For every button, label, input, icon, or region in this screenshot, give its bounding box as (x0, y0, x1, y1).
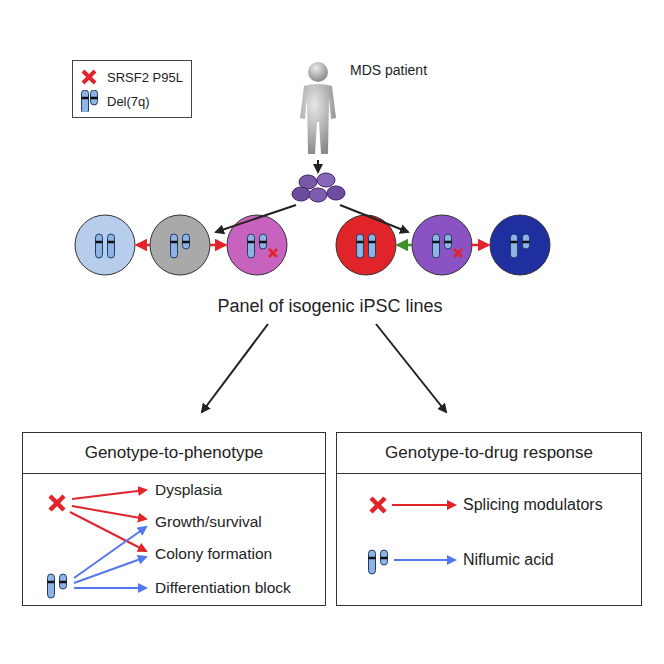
illustration-part (72, 506, 146, 519)
effect-label: Dysplasia (155, 481, 222, 499)
illustration-part (308, 62, 328, 82)
illustration-part (490, 215, 550, 275)
panel-caption: Panel of isogenic iPSC lines (217, 296, 442, 317)
illustration-part (202, 324, 268, 412)
patient-label: MDS patient (350, 62, 427, 78)
illustration-part (472, 244, 488, 247)
legend-text: Del(7q) (107, 94, 150, 109)
illustration-part (327, 186, 345, 200)
illustration-part (183, 234, 190, 249)
illustration-part (216, 205, 296, 232)
illustration-part (376, 324, 446, 412)
illustration-part (227, 215, 287, 275)
panel-box: Genotype-to-drug response (336, 432, 642, 606)
effect-label: Growth/survival (155, 513, 262, 531)
illustration-part (108, 234, 115, 258)
illustration-part (309, 188, 327, 202)
effect-arrows (70, 490, 455, 588)
illustration-part (378, 249, 386, 257)
chromosomes (96, 234, 530, 258)
legend-row: SRSF2 P95L (79, 65, 183, 89)
illustration-part (300, 84, 336, 154)
illustration-part (454, 249, 462, 257)
effect-label: Niflumic acid (463, 551, 554, 569)
illustration-part (445, 234, 452, 249)
effect-label: Splicing modulators (463, 496, 603, 514)
illustration-part (91, 90, 98, 105)
legend-sample (79, 66, 99, 88)
illustration-part (74, 557, 146, 583)
illustration-part (137, 244, 150, 247)
illustration-part (292, 187, 310, 201)
illustration-part (75, 215, 135, 275)
illustration-part (70, 512, 146, 551)
illustration-part (317, 160, 319, 172)
illustration-part (260, 234, 267, 249)
legend-text: SRSF2 P95L (107, 70, 183, 85)
illustration-part (96, 234, 103, 258)
ipsc-lines (75, 215, 550, 275)
illustration-part (317, 173, 335, 187)
illustration-part (82, 90, 89, 112)
illustration-part (72, 490, 146, 499)
illustration-part (269, 249, 277, 257)
patient-cells (292, 173, 345, 202)
panel-heading: Genotype-to-phenotype (23, 433, 325, 474)
illustration-part (340, 205, 408, 232)
illustration-part (369, 550, 376, 574)
panel-heading: Genotype-to-drug response (337, 433, 641, 474)
illustration-part (369, 234, 376, 258)
legend-box: SRSF2 P95L Del(7q) (72, 60, 192, 118)
illustration-part (48, 574, 55, 598)
illustration-part (523, 234, 530, 249)
effect-label: Differentiation block (155, 579, 291, 597)
flow-arrows (137, 160, 488, 412)
illustration-part (412, 215, 472, 275)
illustration-part (171, 234, 178, 258)
illustration-part (511, 234, 518, 258)
illustration-part (150, 215, 210, 275)
illustration-part (394, 559, 455, 561)
illustration-part (381, 550, 388, 565)
illustration-part (357, 234, 364, 258)
illustration-part (83, 71, 95, 83)
illustration-part (248, 234, 255, 258)
legend-row: Del(7q) (79, 89, 183, 113)
legend-sample (79, 90, 99, 112)
illustration-part (371, 498, 385, 512)
illustration-part (433, 234, 440, 258)
patient-figure (300, 62, 336, 154)
illustration-part (74, 587, 146, 589)
illustration-part (50, 496, 64, 510)
illustration-part (210, 244, 225, 247)
effect-label: Colony formation (155, 545, 272, 563)
illustration-part (398, 244, 412, 247)
illustration-part (392, 504, 455, 506)
illustration-part (60, 574, 67, 589)
